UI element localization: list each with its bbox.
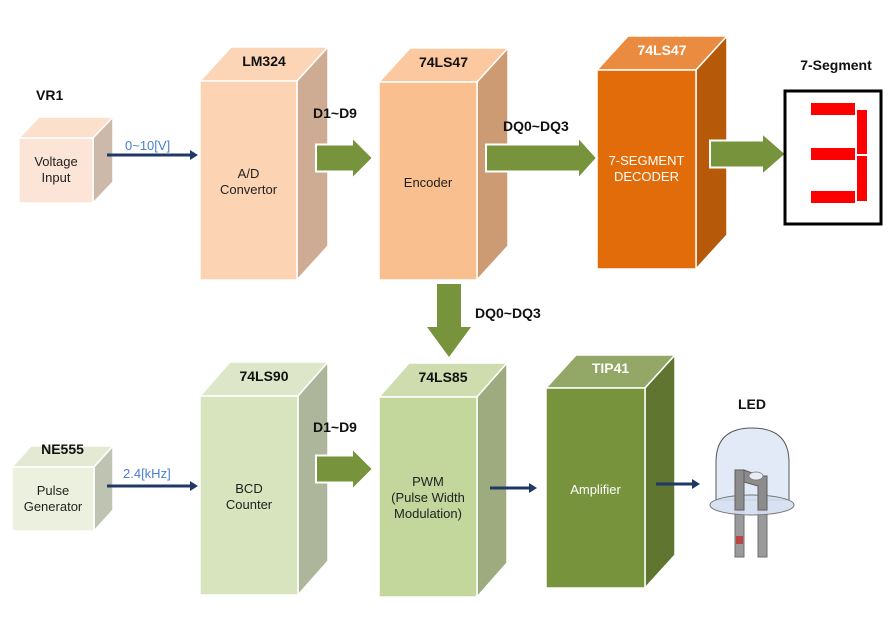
block-text-line: Input xyxy=(42,170,71,185)
chip-label: 74LS85 xyxy=(418,369,467,385)
segment-c xyxy=(857,156,867,201)
block-text-line: Pulse xyxy=(37,483,70,498)
block-side-face xyxy=(644,353,676,590)
thin-arrow-head xyxy=(190,150,198,160)
signal-label: 0~10[V] xyxy=(125,138,170,153)
chip-label: 74LS47 xyxy=(419,54,468,70)
segment-g xyxy=(811,148,855,160)
led-icon xyxy=(709,427,795,558)
segment-d xyxy=(811,191,855,203)
block-arrow xyxy=(709,130,788,178)
arrow-sig-adc: D1~D9 xyxy=(313,105,375,182)
signal-label: DQ0~DQ3 xyxy=(475,305,541,321)
thin-arrow-head xyxy=(190,481,198,491)
block-text-line: PWM xyxy=(412,474,444,489)
chip-label: VR1 xyxy=(36,87,63,103)
signal-label: 2.4[kHz] xyxy=(123,466,171,481)
block-text-line: 7-SEGMENT xyxy=(609,153,685,168)
segment-a xyxy=(811,103,855,115)
block-text-line: DECODER xyxy=(614,169,679,184)
arrow-sig-pwm xyxy=(490,483,537,493)
signal-label: DQ0~DQ3 xyxy=(503,118,569,134)
seven-segment-display: 7-Segment xyxy=(783,57,883,226)
block-text-line: (Pulse Width xyxy=(391,490,465,505)
arrow-sig-amp xyxy=(656,479,700,489)
block-front-face xyxy=(11,466,95,532)
block-text-line: A/D xyxy=(238,166,260,181)
chip-label: NE555 xyxy=(41,441,84,457)
block-text-line: Generator xyxy=(24,499,83,514)
block-text-line: Amplifier xyxy=(570,482,621,497)
arrow-sig-down: DQ0~DQ3 xyxy=(427,284,541,357)
block-side-face xyxy=(476,361,508,599)
block-text-line: Voltage xyxy=(34,154,77,169)
block-front-face xyxy=(378,81,478,281)
block-text-line: Counter xyxy=(226,497,273,512)
block-front-face xyxy=(596,69,697,270)
block-front-face xyxy=(199,395,299,596)
block-front-face xyxy=(378,396,478,598)
chip-label: 74LS90 xyxy=(239,368,288,384)
signal-label: D1~D9 xyxy=(313,419,357,435)
seven-segment-label: 7-Segment xyxy=(800,57,872,73)
block-arrow xyxy=(315,445,375,493)
led-component: LED xyxy=(709,396,795,558)
block-front-face xyxy=(545,387,646,589)
block-front-face xyxy=(18,137,94,204)
chip-label: TIP41 xyxy=(592,360,630,376)
block-text-line: BCD xyxy=(235,481,262,496)
block-arrow xyxy=(315,134,375,182)
arrow-sig-vr: 0~10[V] xyxy=(107,138,198,160)
arrow-sig-555: 2.4[kHz] xyxy=(107,466,198,491)
segment-b xyxy=(857,110,867,154)
block-text-line: Encoder xyxy=(404,175,453,190)
chip-label: LM324 xyxy=(242,53,286,69)
block-front-face xyxy=(199,80,298,281)
led-label: LED xyxy=(738,396,766,412)
thin-arrow-head xyxy=(529,483,537,493)
block-text-line: Convertor xyxy=(220,182,278,197)
arrow-sig-enc: DQ0~DQ3 xyxy=(485,118,599,182)
arrow-sig-bcd: D1~D9 xyxy=(313,419,375,493)
block-text-line: Modulation) xyxy=(394,506,462,521)
signal-label: D1~D9 xyxy=(313,105,357,121)
arrow-sig-dec xyxy=(709,130,788,178)
block-arrow-down xyxy=(427,284,471,357)
block-arrow xyxy=(485,134,599,182)
thin-arrow-head xyxy=(692,479,700,489)
chip-label: 74LS47 xyxy=(637,42,686,58)
